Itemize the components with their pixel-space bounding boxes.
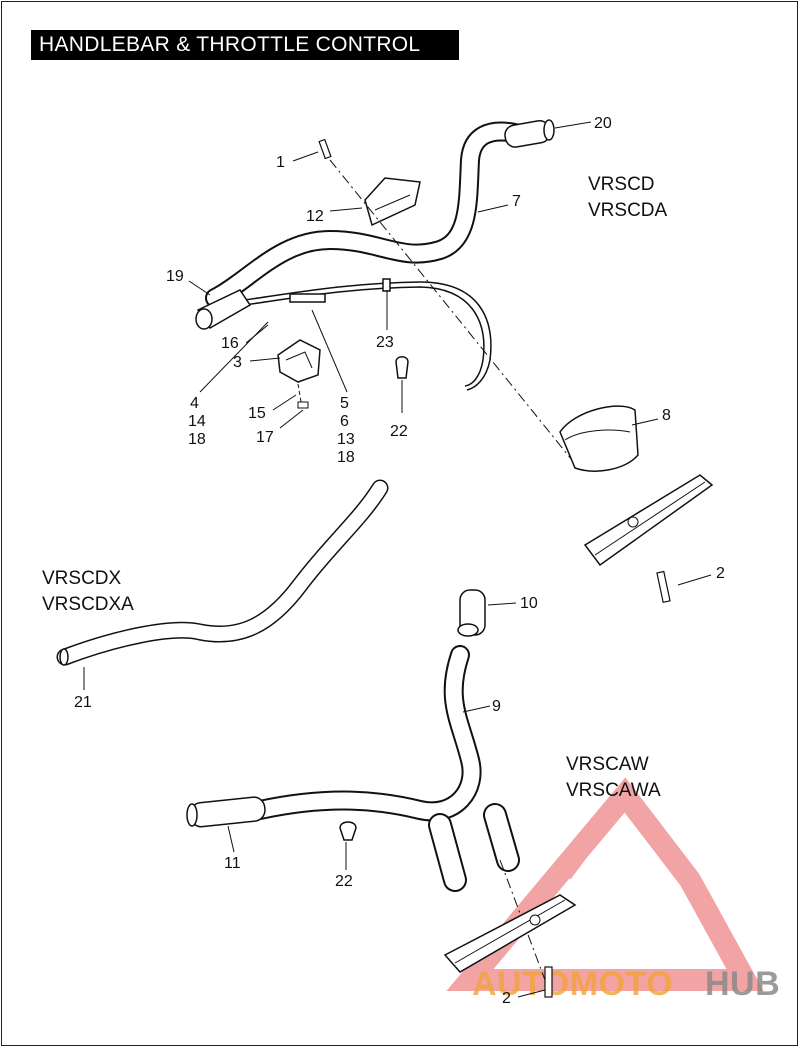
handlebar-21: [56, 479, 389, 666]
callout-4: 4: [190, 395, 199, 412]
callout-9: 9: [492, 698, 501, 715]
riser-bracket-bottom: [443, 894, 577, 973]
callout-22-top: 22: [390, 423, 408, 440]
watermark-text-part2: HUB: [705, 965, 780, 1003]
callout-18-b: 18: [337, 449, 355, 466]
callout-12: 12: [306, 208, 324, 225]
clip-22-bottom: [339, 821, 357, 841]
handlebar-7: [205, 121, 525, 308]
watermark-text-part1: AUTOMOTO: [472, 965, 673, 1003]
callout-1: 1: [276, 154, 285, 171]
callout-18-a: 18: [188, 431, 206, 448]
bolt-1: [318, 138, 332, 160]
model-label-vrscd: VRSCD: [588, 174, 655, 195]
diagram-title: HANDLEBAR & THROTTLE CONTROL: [31, 30, 459, 60]
model-label-vrscdx: VRSCDX: [42, 568, 122, 589]
bolt-2-bottom: [544, 966, 553, 998]
clip-22-top: [395, 356, 409, 379]
grip-11: [186, 796, 266, 828]
model-label-vrscawa: VRSCAWA: [566, 780, 661, 801]
callout-14: 14: [188, 413, 206, 430]
riser-cover-8: [559, 405, 639, 472]
leader-lines: [83, 121, 712, 998]
callout-11: 11: [224, 855, 241, 872]
callout-13: 13: [337, 431, 355, 448]
callout-5: 5: [340, 395, 349, 412]
grip-19: [195, 289, 252, 330]
callout-6: 6: [340, 413, 349, 430]
callout-23: 23: [376, 334, 394, 351]
callout-2-top: 2: [716, 565, 725, 582]
automotohub-logo: [446, 777, 764, 991]
riser-clamp-12: [364, 177, 421, 227]
handlebar-9: [250, 645, 520, 892]
callout-2-bottom: 2: [502, 990, 511, 1007]
screw-17: [297, 383, 309, 409]
grip-10: [457, 589, 486, 637]
callout-22-bottom: 22: [335, 873, 353, 890]
riser-bracket-top: [583, 474, 714, 567]
callout-7: 7: [512, 193, 521, 210]
callout-16: 16: [221, 335, 239, 352]
callout-21: 21: [74, 694, 92, 711]
grip-20: [504, 119, 555, 148]
assembly-axis-line: [329, 159, 581, 471]
model-label-vrscdxa: VRSCDXA: [42, 594, 134, 615]
callout-8: 8: [662, 407, 671, 424]
throttle-housing-3: [277, 339, 321, 383]
callout-10: 10: [520, 595, 538, 612]
callout-20: 20: [594, 115, 612, 132]
model-label-vrscaw: VRSCAW: [566, 754, 649, 775]
throttle-cables-23: [244, 278, 492, 391]
callout-15: 15: [248, 405, 266, 422]
callout-3: 3: [233, 354, 242, 371]
bolt-2-top: [656, 570, 671, 604]
callout-19: 19: [166, 268, 184, 285]
model-label-vrscda: VRSCDA: [588, 200, 668, 221]
callout-17: 17: [256, 429, 274, 446]
